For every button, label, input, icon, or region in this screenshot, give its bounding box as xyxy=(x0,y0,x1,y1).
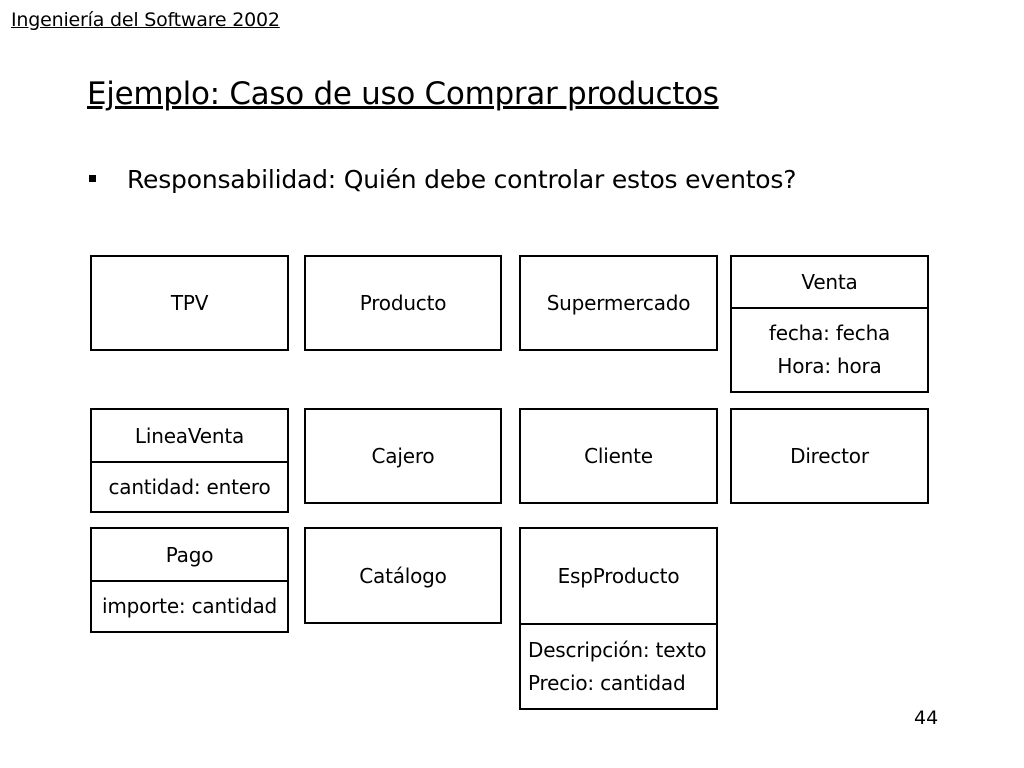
attribute: Precio: cantidad xyxy=(528,670,686,695)
slide-title: Ejemplo: Caso de uso Comprar productos xyxy=(87,76,719,112)
attribute: Hora: hora xyxy=(777,354,882,378)
square-bullet-icon xyxy=(89,174,96,182)
bullet-item: Responsabilidad: Quién debe controlar es… xyxy=(89,165,797,194)
concept-venta: Venta fecha: fecha Hora: hora xyxy=(730,255,929,393)
concept-director: Director xyxy=(730,408,929,504)
attribute: cantidad: entero xyxy=(108,474,271,499)
concept-catalogo: Catálogo xyxy=(304,527,502,624)
attribute: fecha: fecha xyxy=(768,321,891,345)
concept-producto-label: Producto xyxy=(359,291,447,315)
course-header: Ingeniería del Software 2002 xyxy=(11,9,280,31)
concept-venta-attributes: fecha: fecha Hora: hora xyxy=(732,309,927,391)
concept-supermercado-label: Supermercado xyxy=(546,291,691,315)
concept-lineaventa-label: LineaVenta xyxy=(134,423,245,448)
concept-pago: Pago importe: cantidad xyxy=(90,527,289,633)
concept-cliente-label: Cliente xyxy=(584,444,653,468)
concept-supermercado: Supermercado xyxy=(519,255,718,351)
concept-catalogo-label: Catálogo xyxy=(359,563,447,588)
concept-producto: Producto xyxy=(304,255,502,351)
concept-cliente: Cliente xyxy=(519,408,718,504)
concept-venta-name: Venta xyxy=(732,257,927,309)
concept-espproducto-attributes: Descripción: texto Precio: cantidad xyxy=(521,625,716,708)
attribute: Descripción: texto xyxy=(528,637,707,662)
concept-lineaventa-attributes: cantidad: entero xyxy=(92,463,287,511)
concept-pago-label: Pago xyxy=(165,542,214,567)
concept-venta-label: Venta xyxy=(801,270,858,294)
attribute: importe: cantidad xyxy=(101,594,277,618)
concept-espproducto: EspProducto Descripción: texto Precio: c… xyxy=(519,527,718,710)
concept-pago-name: Pago xyxy=(92,529,287,582)
concept-director-label: Director xyxy=(790,444,869,468)
concept-cajero-label: Cajero xyxy=(371,444,435,468)
concept-pago-attributes: importe: cantidad xyxy=(92,582,287,631)
page-number: 44 xyxy=(914,707,939,729)
concept-espproducto-name: EspProducto xyxy=(521,529,716,625)
concept-cajero: Cajero xyxy=(304,408,502,504)
concept-tpv-label: TPV xyxy=(170,291,209,315)
concept-espproducto-label: EspProducto xyxy=(557,564,680,588)
concept-tpv: TPV xyxy=(90,255,289,351)
concept-lineaventa-name: LineaVenta xyxy=(92,410,287,463)
concept-lineaventa: LineaVenta cantidad: entero xyxy=(90,408,289,513)
bullet-text: Responsabilidad: Quién debe controlar es… xyxy=(127,165,797,194)
